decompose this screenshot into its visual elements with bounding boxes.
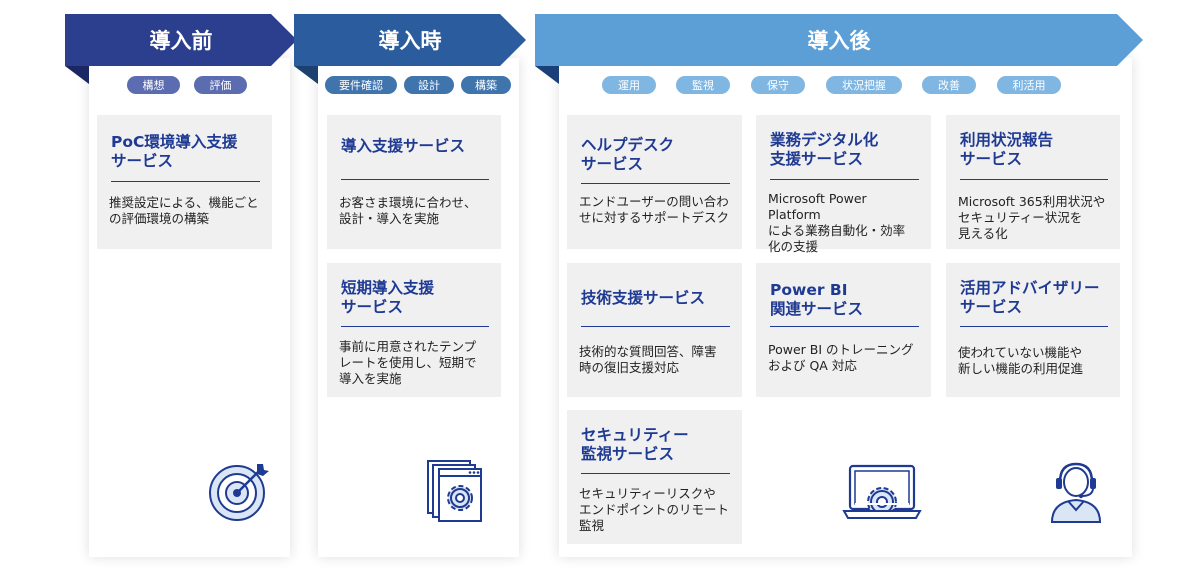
phase-title-before: 導入前 [149,29,213,53]
card-title: Power BI 関連サービス [770,281,864,318]
phase-title-after: 導入後 [807,29,871,53]
tag-after-5: 改善 [922,76,976,94]
service-card-usage-report: 利用状況報告 サービス Microsoft 365利用状況や セキュリティー状況… [946,115,1120,249]
service-card-helpdesk: ヘルプデスク サービス エンドユーザーの問い合わ せに対するサポートデスク [567,115,742,249]
card-title: セキュリティー 監視サービス [581,426,689,463]
card-desc: 使われていない機能や 新しい機能の利用促進 [958,345,1084,376]
tag-during-1: 要件確認 [325,76,397,94]
card-divider [770,179,919,180]
phase-banner-before: 導入前 [65,14,297,66]
card-desc: 事前に用意されたテンプ レートを使用し、短期で 導入を実施 [339,339,477,386]
support-agent-icon [1046,458,1106,524]
service-card-powerbi: Power BI 関連サービス Power BI のトレーニング および QA … [756,263,931,397]
card-divider [581,473,730,474]
card-desc: エンドユーザーの問い合わ せに対するサポートデスク [579,194,730,225]
card-divider [770,326,919,327]
card-divider [581,183,730,184]
card-divider [960,179,1108,180]
card-title: PoC環境導入支援 サービス [111,133,238,170]
card-desc: Power BI のトレーニング および QA 対応 [768,342,914,373]
card-divider [960,326,1108,327]
service-card-intro-support: 導入支援サービス お客さま環境に合わせ、 設計・導入を実施 [327,115,501,249]
tag-before-2: 評価 [194,76,247,94]
banner-fold-after [535,66,559,84]
tag-during-2: 設計 [404,76,454,94]
tag-after-1: 運用 [602,76,656,94]
tag-before-1: 構想 [127,76,180,94]
service-card-tech-support: 技術支援サービス 技術的な質問回答、障害 時の復旧支援対応 [567,263,742,397]
card-desc: 推奨設定による、機能ごと の評価環境の構築 [109,195,259,226]
card-title: 短期導入支援 サービス [341,279,435,316]
service-card-digitalization: 業務デジタル化 支援サービス Microsoft Power Platform … [756,115,931,254]
banner-fold-before [65,66,89,84]
phase-banner-during: 導入時 [294,14,526,66]
card-desc: Microsoft 365利用状況や セキュリティー状況を 見える化 [958,194,1106,241]
settings-window-icon [426,459,490,523]
card-desc: セキュリティーリスクや エンドポイントのリモート 監視 [579,486,730,533]
card-desc: 技術的な質問回答、障害 時の復旧支援対応 [579,344,717,375]
card-divider [581,326,730,327]
target-icon [207,460,271,524]
phase-banner-after: 導入後 [535,14,1143,66]
service-card-advisory: 活用アドバイザリー サービス 使われていない機能や 新しい機能の利用促進 [946,263,1120,397]
phase-title-during: 導入時 [378,29,442,53]
card-desc: Microsoft Power Platform による業務自動化・効率 化の支… [768,191,906,254]
card-title: ヘルプデスク サービス [581,136,675,173]
card-title: 技術支援サービス [581,289,706,307]
card-title: 導入支援サービス [341,137,466,155]
card-divider [111,181,260,182]
laptop-gear-icon [842,463,922,521]
card-title: 利用状況報告 サービス [960,131,1054,168]
tag-after-6: 利活用 [997,76,1061,94]
tag-after-4: 状況把握 [826,76,902,94]
service-card-short-intro: 短期導入支援 サービス 事前に用意されたテンプ レートを使用し、短期で 導入を実… [327,263,501,397]
service-card-security-monitor: セキュリティー 監視サービス セキュリティーリスクや エンドポイントのリモート … [567,410,742,544]
card-divider [341,326,489,327]
tag-during-3: 構築 [461,76,511,94]
tag-after-2: 監視 [676,76,730,94]
service-card-poc: PoC環境導入支援 サービス 推奨設定による、機能ごと の評価環境の構築 [97,115,272,249]
card-title: 業務デジタル化 支援サービス [770,131,879,168]
card-title: 活用アドバイザリー サービス [960,279,1100,316]
tag-after-3: 保守 [751,76,805,94]
banner-fold-during [294,66,318,84]
card-divider [341,179,489,180]
card-desc: お客さま環境に合わせ、 設計・導入を実施 [339,195,477,226]
